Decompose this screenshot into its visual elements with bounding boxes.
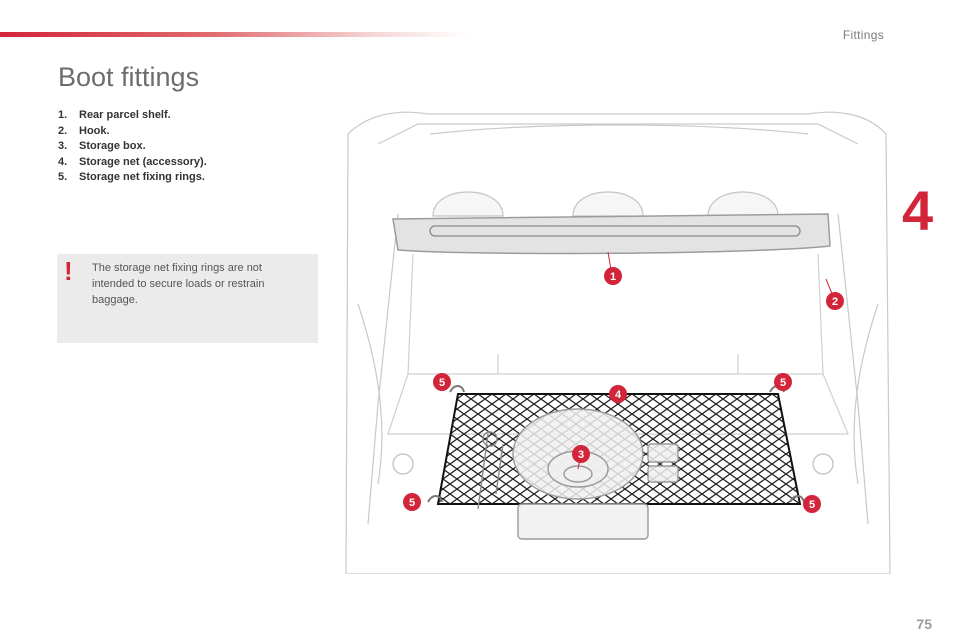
legend-item: 3. Storage box. — [58, 139, 207, 155]
callout-5-top-left: 5 — [433, 373, 451, 391]
callout-5-bottom-left: 5 — [403, 493, 421, 511]
legend-number: 2. — [58, 124, 68, 137]
page-number: 75 — [916, 616, 932, 632]
legend-label: Storage box. — [79, 140, 146, 152]
svg-text:1: 1 — [610, 271, 616, 283]
legend-item: 2. Hook. — [58, 124, 207, 140]
svg-text:5: 5 — [809, 499, 815, 511]
legend-item: 1. Rear parcel shelf. — [58, 108, 207, 124]
legend-list: 1. Rear parcel shelf. 2. Hook. 3. Storage b… — [58, 108, 207, 186]
chapter-number: 4 — [902, 179, 934, 242]
legend-number: 1. — [58, 109, 68, 121]
legend-label: Storage net fixing rings. — [79, 171, 205, 183]
section-label: Fittings — [842, 28, 884, 42]
legend-item: 4. Storage net (accessory). — [58, 155, 207, 171]
boot-illustration: 1 2 3 4 5 5 5 5 — [345, 111, 891, 574]
legend-item: 5. Storage net fixing rings. — [58, 170, 207, 186]
svg-text:4: 4 — [615, 389, 622, 401]
legend-number: 5. — [58, 171, 68, 183]
rear-lights — [392, 453, 834, 475]
legend-label: Storage net (accessory). — [79, 155, 207, 168]
svg-text:2: 2 — [832, 296, 838, 308]
svg-text:5: 5 — [439, 377, 445, 389]
car-body-outline — [345, 111, 891, 574]
svg-text:5: 5 — [780, 377, 786, 389]
seat-headrests — [432, 191, 779, 217]
rear-parcel-shelf — [392, 213, 831, 255]
warning-box — [57, 254, 318, 343]
warning-text: The storage net fixing rings are not int… — [92, 262, 265, 306]
tool-kit — [477, 431, 504, 510]
callout-5-top-right: 5 — [774, 373, 792, 391]
callout-3: 3 — [572, 445, 590, 470]
callout-5-bottom-right: 5 — [803, 495, 821, 513]
svg-text:3: 3 — [578, 449, 584, 461]
header-accent-bar — [0, 32, 470, 37]
svg-text:5: 5 — [409, 497, 415, 509]
legend-number: 4. — [58, 155, 68, 168]
legend-label: Hook. — [79, 124, 110, 137]
callout-2: 2 — [825, 278, 844, 310]
legend-number: 3. — [58, 140, 68, 152]
legend-label: Rear parcel shelf. — [79, 109, 171, 121]
page-title: Boot fittings — [58, 62, 200, 92]
callout-1: 1 — [604, 251, 622, 285]
callout-4: 4 — [609, 385, 627, 404]
exclamation-icon: ! — [64, 256, 73, 286]
